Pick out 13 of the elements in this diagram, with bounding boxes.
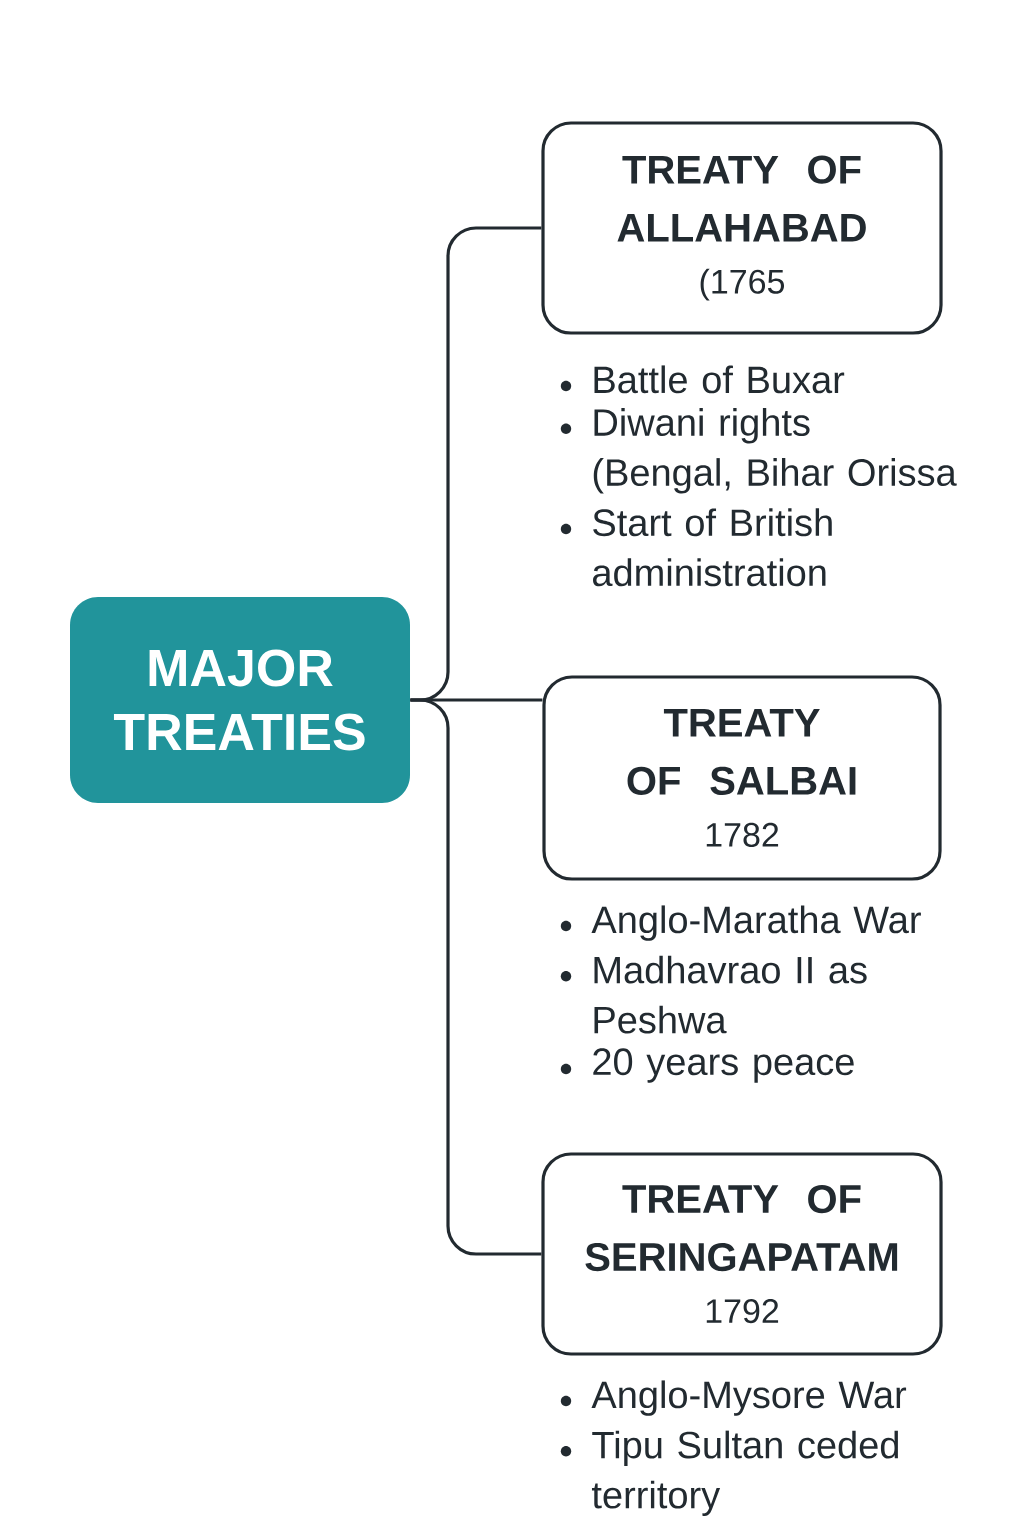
treaty-box: TREATY OF ALLAHABAD (1765 [541, 121, 943, 335]
bullet-item: Anglo-Mysore War [560, 1380, 907, 1416]
connector-line [410, 698, 542, 1256]
bullet-item: Anglo-Maratha War [560, 905, 921, 941]
bullet-item: Diwani rights (Bengal, Bihar Orissa [560, 408, 957, 494]
bullet-item: Tipu Sultan ceded territory [560, 1430, 898, 1517]
treaty-box: TREATY OF SALBAI 1782 [542, 675, 942, 881]
bullet-item: 20 years peace [560, 1048, 854, 1083]
bullet-item: Start of British administration [560, 508, 832, 587]
topic-box: MAJOR TREATIES [70, 597, 410, 803]
bullet-item: Madhavrao II as Peshwa [560, 955, 867, 1034]
bullet-item: Battle of Buxar [560, 365, 845, 394]
treaty-box: TREATY OF SERINGAPATAM 1792 [541, 1152, 943, 1356]
